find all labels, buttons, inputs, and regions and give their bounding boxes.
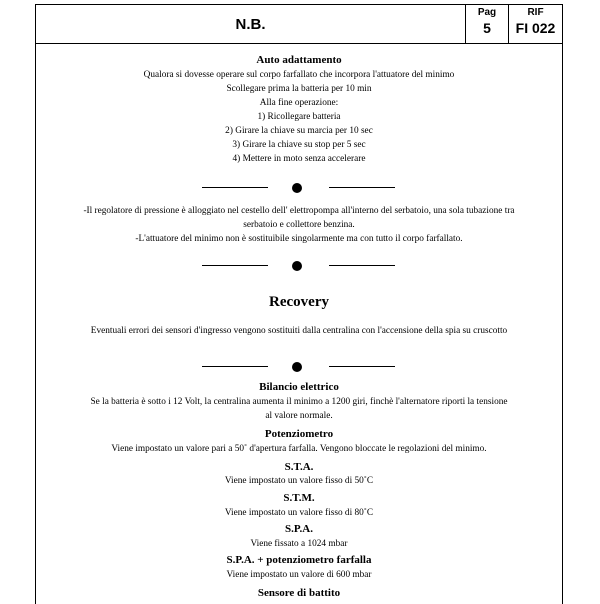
- reference-cell: RIF FI 022: [508, 5, 562, 43]
- note-line: serbatoio e collettore benzina.: [243, 220, 355, 230]
- auto-title: Auto adattamento: [256, 54, 342, 66]
- recovery-title: Recovery: [269, 294, 329, 310]
- note-line: -Il regolatore di pressione è alloggiato…: [83, 206, 515, 216]
- bullet-dot-icon: [292, 362, 302, 372]
- separator: [36, 361, 562, 373]
- auto-line: Alla fine operazione:: [259, 98, 339, 108]
- auto-line: 4) Mettere in moto senza accelerare: [232, 154, 366, 164]
- auto-line: 3) Girare la chiave su stop per 5 sec: [232, 140, 366, 150]
- section-title: S.P.A. + potenziometro farfalla: [226, 554, 372, 566]
- section-line: Viene impostato un valore fisso di 50˚C: [224, 476, 374, 486]
- section-title: Sensore di battito: [257, 587, 341, 599]
- separator: [36, 260, 562, 272]
- auto-line: Scollegare prima la batteria per 10 min: [226, 84, 372, 94]
- page-number-label: Pag: [477, 7, 497, 18]
- section-title: Bilancio elettrico: [259, 381, 339, 393]
- page-title: N.B.: [235, 15, 266, 33]
- section-line: Viene impostato un valore fisso di 80˚C: [224, 508, 374, 518]
- section-line: Se la batteria è sotto i 12 Volt, la cen…: [90, 397, 508, 407]
- reference-value: FI 022: [515, 20, 556, 36]
- auto-line: Qualora si dovesse operare sul corpo far…: [143, 70, 455, 80]
- recovery-text: Eventuali errori dei sensori d'ingresso …: [90, 326, 508, 336]
- section-title: Potenziometro: [264, 428, 334, 440]
- section-title: S.T.M.: [283, 492, 315, 504]
- reference-label: RIF: [527, 7, 544, 18]
- bullet-dot-icon: [292, 183, 302, 193]
- section-line: al valore normale.: [265, 411, 333, 421]
- section-line: Viene impostato un valore pari a 50˚ d'a…: [111, 444, 487, 454]
- section-line: Viene impostato un valore di 600 mbar: [226, 570, 372, 580]
- section-title: S.P.A.: [284, 523, 314, 535]
- separator: [36, 182, 562, 194]
- note-line: -L'attuatore del minimo non è sostituibi…: [135, 234, 463, 244]
- auto-line: 1) Ricollegare batteria: [257, 112, 341, 122]
- bullet-dot-icon: [292, 261, 302, 271]
- header: N.B. Pag 5 RIF FI 022: [36, 5, 562, 44]
- section-line: Viene fissato a 1024 mbar: [250, 539, 348, 549]
- page-frame: N.B. Pag 5 RIF FI 022 Auto adattamento Q…: [35, 4, 563, 604]
- section-title: S.T.A.: [284, 461, 314, 473]
- page-number-cell: Pag 5: [465, 5, 508, 43]
- auto-line: 2) Girare la chiave su marcia per 10 sec: [225, 126, 373, 136]
- page-number-value: 5: [483, 20, 491, 36]
